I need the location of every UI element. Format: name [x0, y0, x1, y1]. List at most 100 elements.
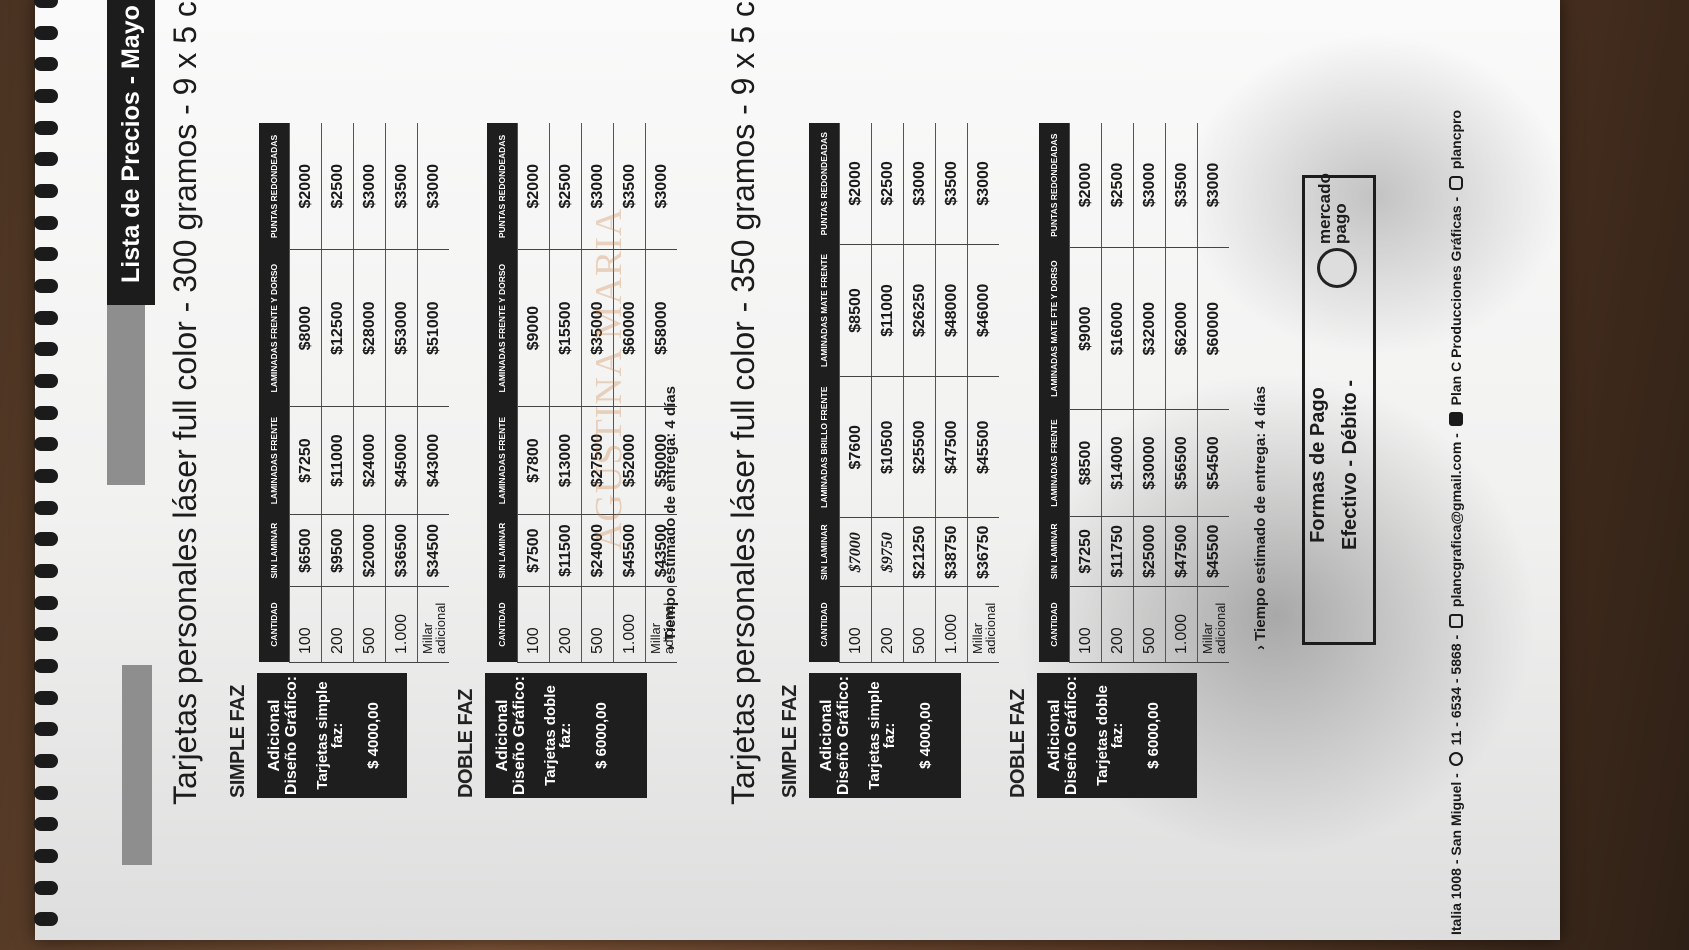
delivery-time: › Tiempo estimado de entrega: 4 días [1252, 386, 1269, 650]
price-cell: $2500 [871, 123, 904, 245]
spiral-ring [34, 722, 58, 737]
column-header: LAMINADAS MATE FTE Y DORSO [1039, 247, 1070, 410]
spiral-binding [27, 0, 65, 935]
price-cell: $13000 [549, 406, 582, 515]
spiral-ring [34, 89, 58, 104]
contact-footer: Italia 1008 - San Miguel - 11 - 6534 - 5… [1447, 0, 1464, 935]
price-cell: $3000 [967, 123, 999, 245]
header-title: Lista de Precios - Mayo 2 [117, 0, 145, 283]
price-cell: $36500 [385, 514, 418, 587]
price-cell: $38750 [935, 517, 968, 587]
address: Italia 1008 - San Miguel - [1448, 773, 1465, 935]
quantity-cell: 200 [549, 586, 582, 663]
spiral-ring [34, 880, 58, 895]
table-row: 500$25000$30000$32000$3000 [1133, 123, 1166, 663]
price-cell: $32000 [1133, 247, 1166, 410]
spiral-ring [34, 215, 58, 230]
price-cell: $58000 [645, 249, 677, 407]
spiral-ring [34, 563, 58, 578]
spiral-ring [34, 405, 58, 420]
design-fee-box-double: Adicional Diseño Gráfico: Tarjetas doble… [485, 673, 647, 798]
spiral-ring [34, 595, 58, 610]
column-header: PUNTAS REDONDEADAS [809, 123, 840, 245]
header-grey-strip [107, 285, 145, 485]
design-fee-price: $ 6000,00 [1145, 702, 1163, 769]
price-cell: $54500 [1197, 409, 1229, 517]
spiral-ring [34, 437, 58, 452]
table-row: 200$11500$13000$15500$2500 [549, 123, 582, 663]
price-cell: $20000 [353, 514, 386, 587]
price-cell: $43000 [417, 406, 449, 515]
facebook-icon [1449, 412, 1464, 427]
price-cell: $51000 [417, 249, 449, 407]
price-cell: $3500 [385, 123, 418, 250]
payment-title: Formas de Pago [1307, 387, 1329, 543]
quantity-cell: Millar adicional [967, 586, 999, 663]
price-cell: $48000 [935, 244, 968, 377]
column-header: SIN LAMINAR [1039, 516, 1070, 587]
price-cell: $7250 [289, 406, 322, 515]
delivery-time: › Tiempo estimado de entrega: 4 días [662, 386, 679, 650]
price-cell: $9000 [1069, 247, 1102, 410]
spiral-ring [34, 25, 58, 40]
price-cell: $7600 [839, 376, 872, 518]
design-fee-title: Adicional Diseño Gráfico: [266, 675, 300, 796]
email: plancgrafica@gmail.com - [1448, 433, 1465, 608]
price-cell: $14000 [1101, 409, 1134, 517]
price-cell: $8000 [289, 249, 322, 407]
mercado-pago-logo: mercado pago [1311, 173, 1369, 288]
design-fee-price: $ 4000,00 [917, 702, 935, 769]
price-cell: $7500 [517, 514, 550, 587]
quantity-cell: 500 [903, 586, 936, 663]
spiral-ring [34, 184, 58, 199]
whatsapp-icon [1449, 752, 1464, 767]
design-fee-title: Adicional Diseño Gráfico: [1046, 675, 1080, 796]
rotated-document: Lista de Precios - Mayo 2 Tarjetas perso… [27, 0, 1527, 935]
facebook: Plan C Producciones Gráficas - [1448, 196, 1465, 406]
simple-faz-label: SIMPLE FAZ [227, 685, 249, 798]
table-row: 200$9500$11000$12500$2500 [321, 123, 354, 663]
spiral-ring [34, 690, 58, 705]
price-cell: $7250 [1069, 516, 1102, 587]
price-cell: $2000 [517, 123, 550, 250]
quantity-cell: 100 [839, 586, 872, 663]
spiral-ring [34, 848, 58, 863]
price-cell: $53000 [385, 249, 418, 407]
spiral-ring [34, 374, 58, 389]
price-cell: $12500 [321, 249, 354, 407]
price-cell: $30000 [1133, 409, 1166, 517]
design-fee-box-simple: Adicional Diseño Gráfico: Tarjetas simpl… [809, 673, 961, 798]
column-header: PUNTAS REDONDEADAS [1039, 123, 1070, 248]
phone: 11 - 6534 - 5868 - [1448, 634, 1465, 746]
price-cell: $2000 [1069, 123, 1102, 248]
table-row: Millar adicional$36750$45500$46000$3000 [967, 123, 999, 663]
design-fee-box-double: Adicional Diseño Gráfico: Tarjetas doble… [1037, 673, 1197, 798]
instagram: plancpro [1448, 109, 1465, 170]
price-cell: $2000 [839, 123, 872, 245]
price-cell: $3000 [353, 123, 386, 250]
column-header: LAMINADAS BRILLO FRENTE [809, 376, 840, 518]
quantity-cell: 200 [321, 586, 354, 663]
price-cell: $3000 [417, 123, 449, 250]
design-fee-title: Adicional Diseño Gráfico: [818, 675, 852, 796]
table-row: 100$7000$7600$8500$2000 [839, 123, 872, 663]
price-cell: $15500 [549, 249, 582, 407]
doble-faz-label: DOBLE FAZ [455, 689, 477, 798]
spiral-ring [34, 532, 58, 547]
quantity-cell: 500 [353, 586, 386, 663]
quantity-cell: 500 [1133, 586, 1166, 663]
spiral-ring [34, 279, 58, 294]
price-cell: $45000 [385, 406, 418, 515]
price-cell: $11750 [1101, 516, 1134, 587]
column-header: SIN LAMINAR [487, 514, 518, 587]
price-cell: $8500 [839, 244, 872, 377]
table-row: 100$6500$7250$8000$2000 [289, 123, 322, 663]
spiral-ring [34, 310, 58, 325]
spiral-ring [34, 247, 58, 262]
quantity-cell: 100 [1069, 586, 1102, 663]
price-cell: $26250 [903, 244, 936, 377]
spiral-ring [34, 753, 58, 768]
